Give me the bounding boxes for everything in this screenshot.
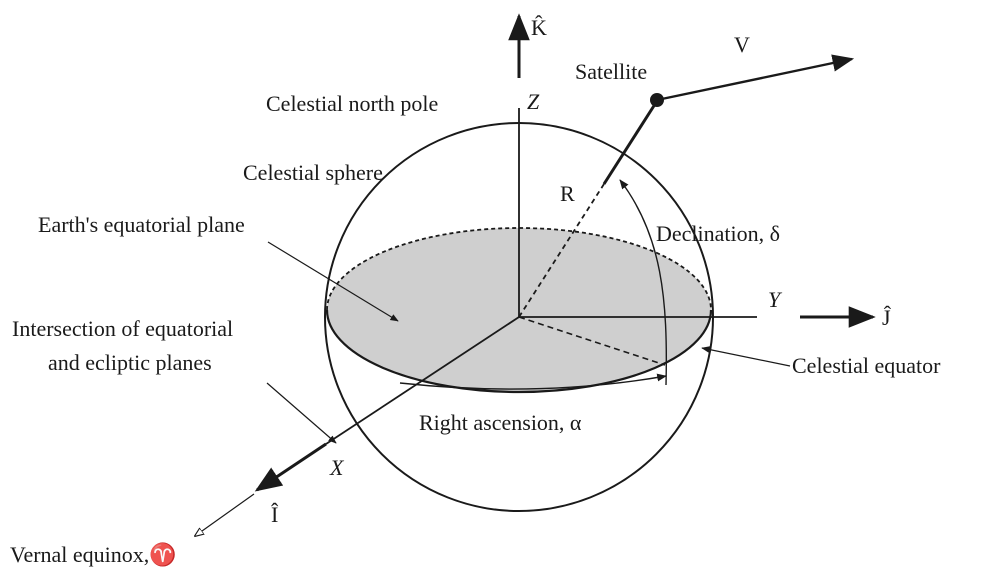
celestial-equator-leader bbox=[701, 346, 791, 367]
y-label: Y bbox=[768, 287, 783, 312]
sphere-label: Celestial sphere bbox=[243, 160, 383, 185]
eq-plane-label: Earth's equatorial plane bbox=[38, 212, 245, 237]
celestial-equator-label: Celestial equator bbox=[792, 353, 941, 378]
x-axis bbox=[325, 316, 520, 445]
vernal-equinox-direction bbox=[195, 493, 255, 536]
r-vector-outside bbox=[602, 100, 659, 185]
intersection-label-line1: Intersection of equatorial bbox=[12, 316, 233, 341]
k-hat-label: K̂ bbox=[531, 15, 547, 40]
x-label: X bbox=[329, 455, 345, 480]
equatorial-plane-front-edge bbox=[325, 309, 713, 394]
declination-arc bbox=[619, 179, 668, 386]
intersection-label-line2: and ecliptic planes bbox=[48, 350, 212, 375]
vernal-equinox-label: Vernal equinox,♈ bbox=[10, 542, 177, 567]
i-hat-vector bbox=[254, 442, 327, 492]
intersection-leader bbox=[266, 382, 337, 444]
r-projection bbox=[518, 316, 666, 366]
equatorial-plane-back-edge bbox=[326, 227, 712, 311]
north-pole-label: Celestial north pole bbox=[266, 91, 438, 116]
equatorial-plane-leader bbox=[267, 241, 399, 322]
r-label: R bbox=[560, 181, 575, 206]
satellite-label: Satellite bbox=[575, 59, 647, 84]
z-label: Z bbox=[527, 89, 540, 114]
j-hat-label: Ĵ bbox=[882, 305, 891, 330]
velocity-vector bbox=[656, 54, 855, 102]
right-ascension-arc bbox=[399, 373, 667, 390]
v-label: V bbox=[734, 32, 750, 57]
declination-label: Declination, δ bbox=[656, 221, 780, 246]
right-ascension-label: Right ascension, α bbox=[419, 410, 582, 435]
i-hat-label: Î bbox=[271, 502, 279, 527]
